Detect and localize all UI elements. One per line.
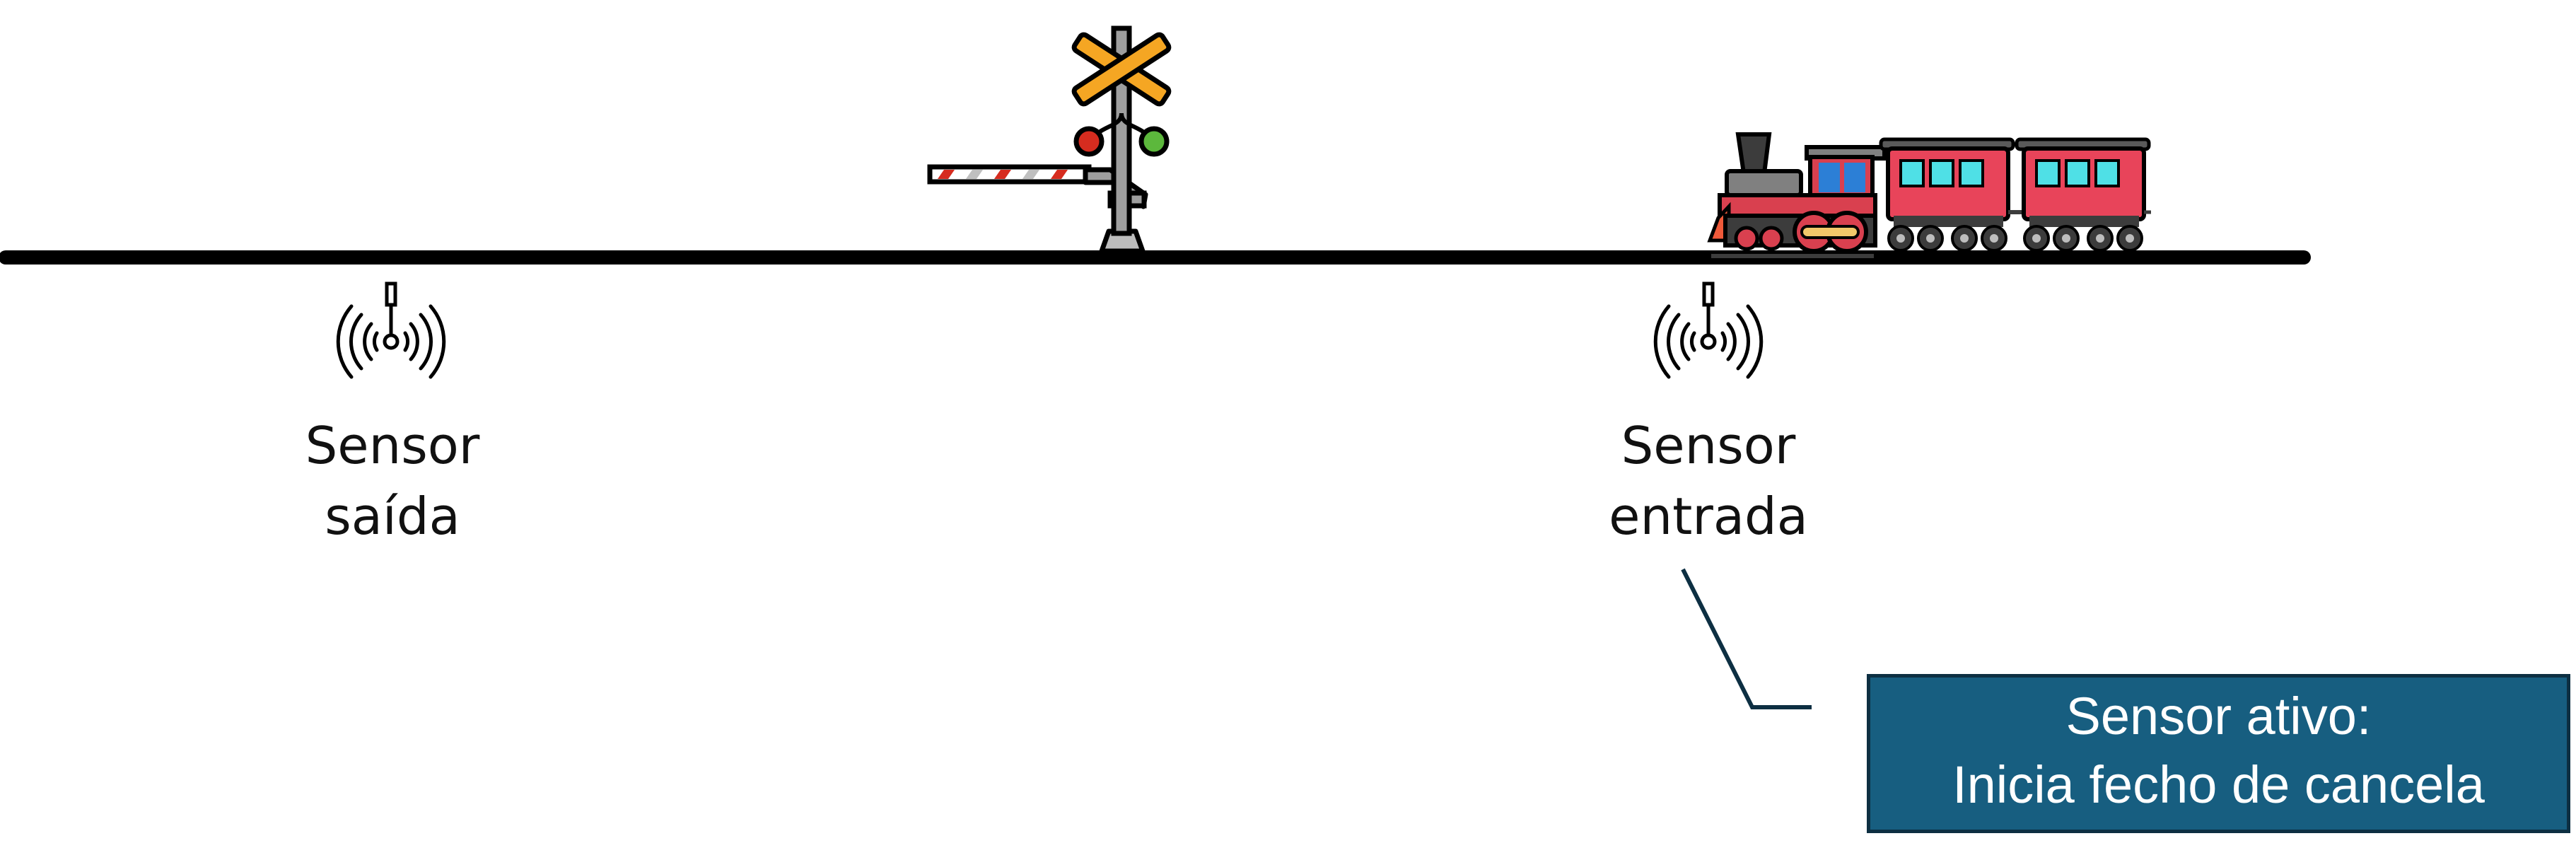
exit-sensor-label-line1: Sensor — [305, 416, 480, 475]
entry-sensor-label: Sensor entrada — [1560, 410, 1857, 552]
exit-sensor-label: Sensor saída — [244, 410, 541, 552]
wireless-sensor-icon — [336, 281, 446, 379]
train-carriage-2 — [2015, 137, 2151, 252]
entry-sensor-label-line1: Sensor — [1621, 416, 1796, 475]
callout-leader-line — [1681, 568, 1812, 709]
wireless-sensor-icon — [1653, 281, 1764, 379]
signal-green-light — [1138, 126, 1170, 157]
locomotive — [1707, 132, 1887, 258]
callout-line2: Inicia fecho de cancela — [1952, 755, 2485, 814]
steam-train-icon — [1707, 132, 2151, 258]
entry-sensor-label-line2: entrada — [1609, 487, 1808, 546]
crossbuck-icon — [1071, 32, 1172, 107]
signal-red-light — [1073, 126, 1105, 157]
train-carriage-1 — [1879, 137, 2015, 252]
exit-sensor-label-line2: saída — [325, 487, 460, 546]
callout-line1: Sensor ativo: — [2065, 687, 2372, 745]
railroad-crossing-signal-icon — [1071, 25, 1172, 254]
sensor-active-callout: Sensor ativo: Inicia fecho de cancela — [1867, 674, 2570, 833]
